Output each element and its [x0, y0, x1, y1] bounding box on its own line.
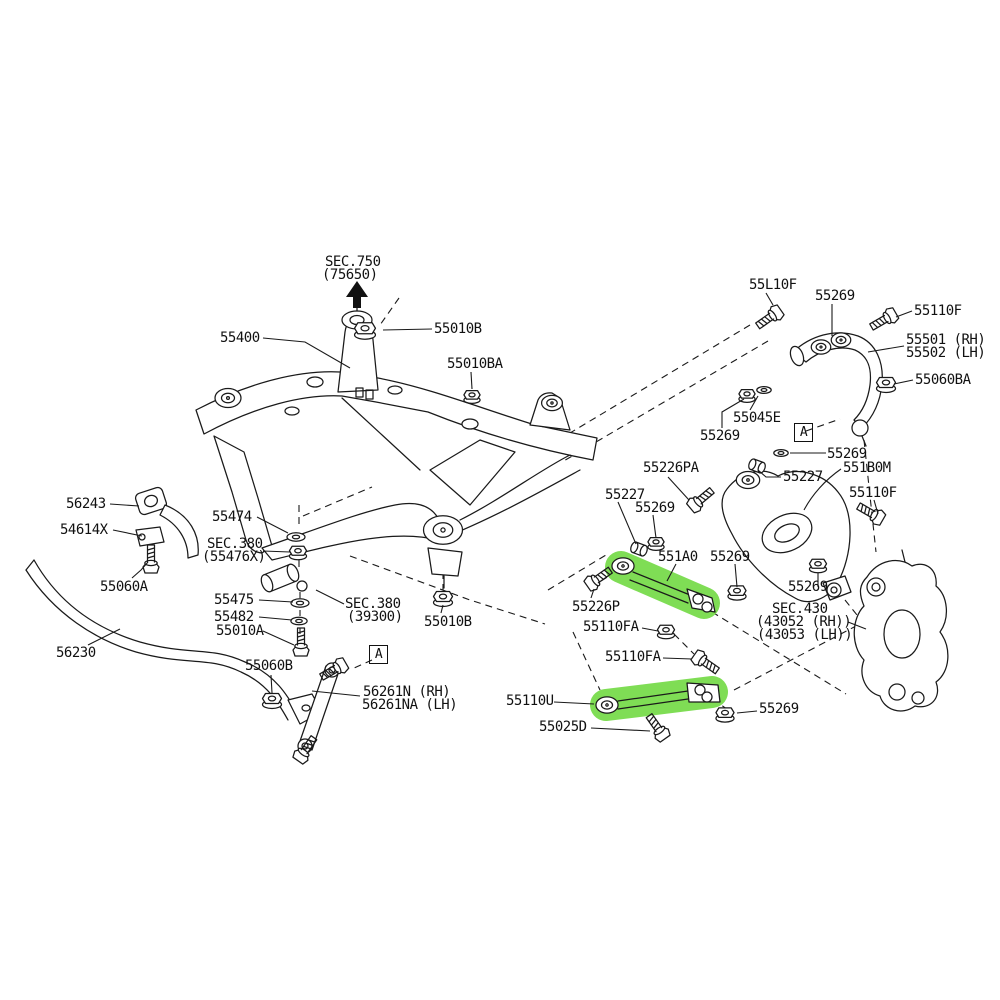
label-55025D: 55025D [539, 719, 587, 735]
subframe-bushing-icon [422, 514, 464, 546]
label-55482: 55482 [214, 609, 254, 625]
label-55060B: 55060B [245, 658, 293, 674]
label-55010B-bottom: 55010B [424, 614, 472, 630]
bolt-icon [142, 544, 160, 574]
label-55010BA: 55010BA [447, 356, 503, 372]
subframe-bushing-icon [214, 387, 242, 409]
bushing-icon [288, 545, 308, 561]
nut-icon [715, 707, 735, 723]
nut-icon [463, 390, 481, 404]
label-55110FA-1: 55110FA [583, 619, 639, 635]
label-55227-right: 55227 [783, 469, 823, 485]
bolt-icon [292, 627, 310, 657]
detail-marker-A-2: A [369, 645, 388, 664]
washer-icon [286, 532, 306, 542]
bushing-icon [735, 470, 761, 490]
bolt-icon [752, 302, 786, 334]
label-55269-top: 55269 [815, 288, 855, 304]
label-55045E: 55045E [733, 410, 781, 426]
label-55269-f: 55269 [788, 579, 828, 595]
label-54614X: 54614X [60, 522, 108, 538]
label-551A0: 551A0 [658, 549, 698, 565]
connecting-rod-stack [259, 505, 310, 657]
lower-control-arm-551B0M [722, 386, 888, 602]
label-43052: (43052 (RH)) [756, 614, 852, 630]
nut-icon [261, 692, 283, 710]
label-55010B-top: 55010B [434, 321, 482, 337]
bolt-icon [866, 305, 901, 335]
nut-icon [656, 624, 676, 640]
rod-eye-icon [595, 696, 619, 714]
stabilizer-link-56261N [290, 655, 351, 766]
label-55474: 55474 [212, 509, 252, 525]
nut-icon [353, 322, 377, 340]
bolt-icon [689, 647, 723, 679]
washer-icon [773, 449, 789, 457]
bolt-icon [684, 483, 718, 516]
label-55269-c: 55269 [827, 446, 867, 462]
label-551B0M: 551B0M [843, 460, 891, 476]
label-55269-e: 55269 [710, 549, 750, 565]
label-55501: 55501 (RH) [906, 332, 986, 348]
label-55227-left: 55227 [605, 487, 645, 503]
label-55226P: 55226P [572, 599, 620, 615]
rod-eye-icon [611, 557, 635, 575]
bushing-icon [830, 332, 852, 348]
label-56230: 56230 [56, 645, 96, 661]
label-55226PA: 55226PA [643, 460, 699, 476]
nut-icon [875, 376, 897, 394]
subframe-bushing-icon [541, 394, 563, 412]
nut-icon [808, 558, 828, 574]
label-sec750-num: (75650) [322, 267, 378, 283]
washer-icon [290, 598, 310, 608]
bushing-icon [810, 339, 832, 355]
label-55269-g: 55269 [759, 701, 799, 717]
sec750-arrow-shaft [353, 295, 361, 308]
label-55475: 55475 [214, 592, 254, 608]
label-39300: (39300) [347, 609, 403, 625]
sec750-arrow-icon [346, 281, 368, 297]
lateral-link-55110U-highlighted[interactable] [596, 683, 720, 713]
label-55110F-right: 55110F [849, 485, 897, 501]
upper-control-arm [752, 302, 901, 446]
knuckle-43052 [854, 550, 948, 711]
label-55110FA-2: 55110FA [605, 649, 661, 665]
label-sec380a: SEC.380 [207, 536, 263, 552]
label-43053: (43053 (LH)) [757, 627, 853, 643]
washer-icon [756, 386, 772, 394]
label-sec750: SEC.750 [325, 254, 381, 270]
label-55269-d: 55269 [635, 500, 675, 516]
label-55060A: 55060A [100, 579, 148, 595]
radius-rod-551A0-highlighted[interactable] [612, 558, 715, 612]
label-55476X: (55476X) [202, 549, 266, 565]
leader-lines [88, 293, 913, 731]
label-55269-b: 55269 [700, 428, 740, 444]
label-55060BA: 55060BA [915, 372, 971, 388]
washer-icon [290, 616, 308, 626]
label-56243: 56243 [66, 496, 106, 512]
label-55110F-top: 55110F [914, 303, 962, 319]
label-56261NA: 56261NA (LH) [362, 697, 458, 713]
label-55400: 55400 [220, 330, 260, 346]
nut-icon [727, 585, 747, 601]
label-56261N: 56261N (RH) [363, 684, 451, 700]
label-sec430: SEC.430 [772, 601, 828, 617]
label-55L10F: 55L10F [749, 277, 797, 293]
stabilizer-clamp-parts [134, 486, 198, 574]
label-55110U: 55110U [506, 693, 554, 709]
label-55010A: 55010A [216, 623, 264, 639]
detail-marker-A-1: A [794, 423, 813, 442]
label-55502: 55502 (LH) [906, 345, 986, 361]
nut-icon [432, 590, 454, 608]
label-sec380b: SEC.380 [345, 596, 401, 612]
